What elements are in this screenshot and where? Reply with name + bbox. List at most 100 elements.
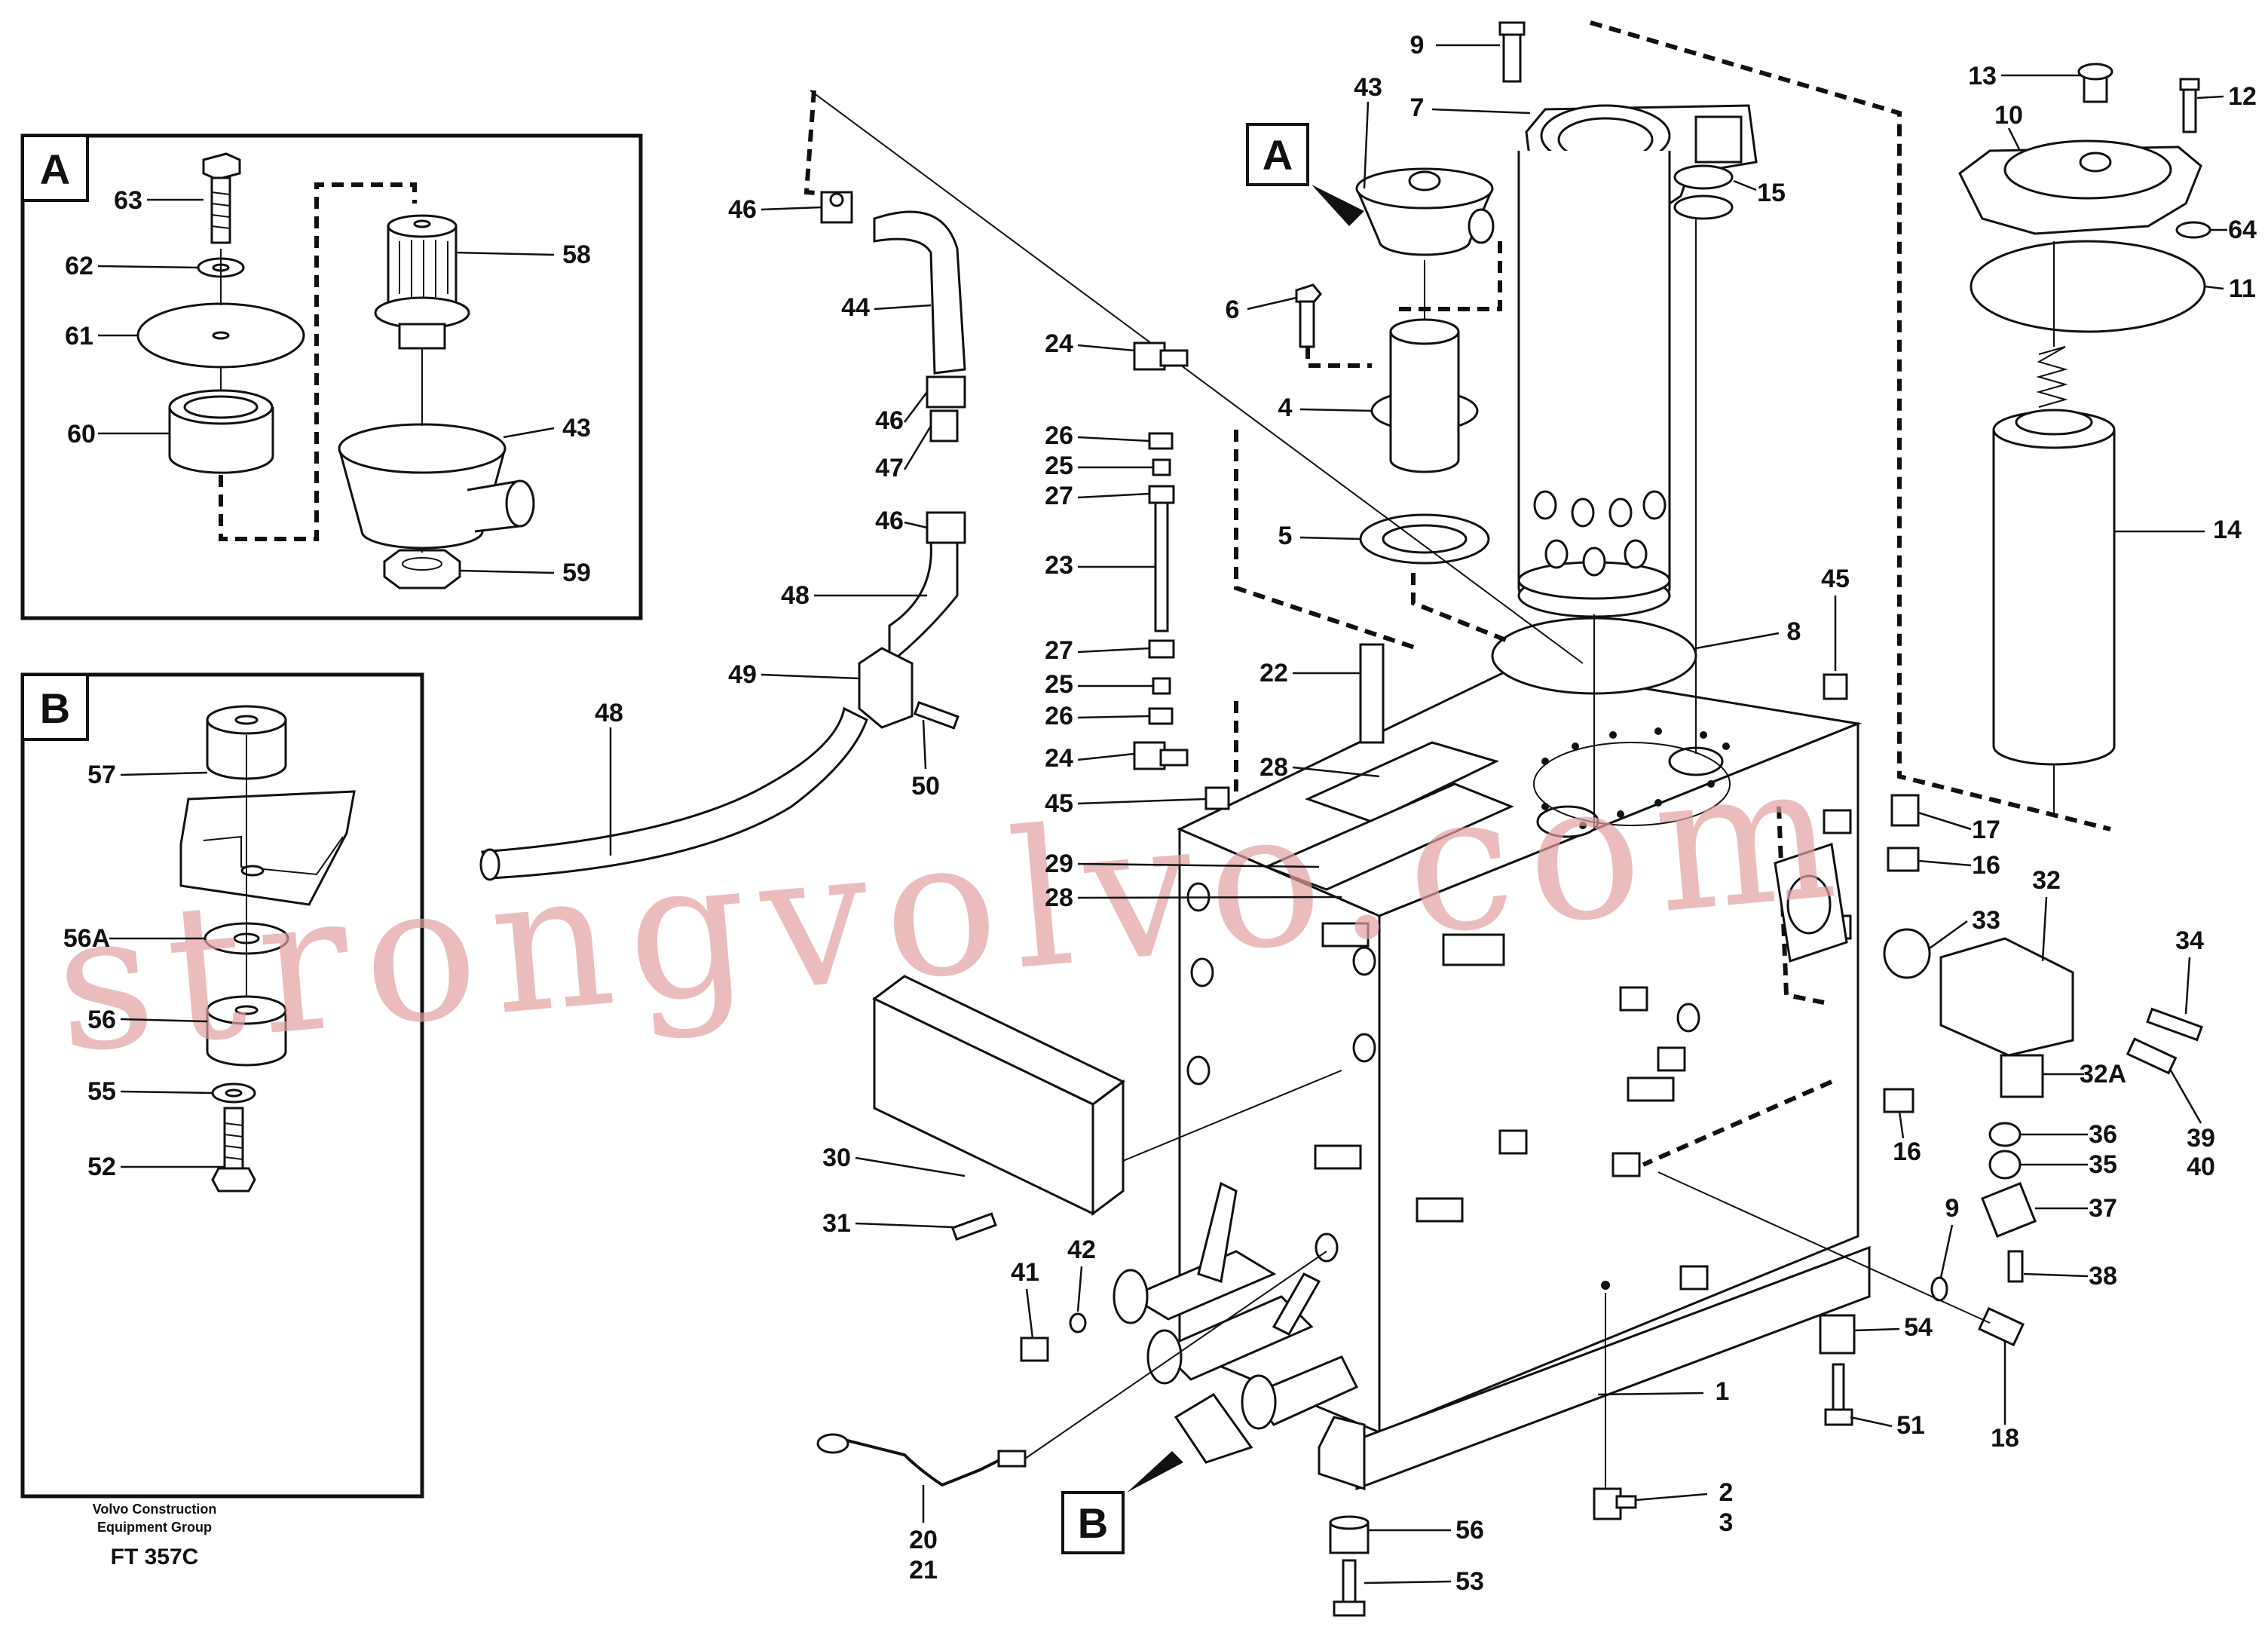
bolt-50-icon (913, 701, 960, 730)
plug-17-icon (1890, 794, 1920, 827)
callout-leader-c24b (1077, 752, 1135, 761)
callout-c50: 50 (911, 772, 940, 801)
callout-c46c: 46 (875, 507, 904, 535)
callout-c31: 31 (822, 1209, 851, 1238)
callout-leader-c44 (874, 304, 932, 311)
callout-leader-c46b (904, 391, 928, 423)
hose-48-upper-icon (888, 541, 959, 666)
callout-leader-c56 (120, 1018, 208, 1023)
callout-c5: 5 (1278, 522, 1293, 550)
tee-24b-icon (1133, 741, 1189, 770)
callout-c20: 20 (909, 1526, 938, 1554)
callout-c43b: 43 (562, 414, 591, 442)
callout-leader-c7 (1431, 108, 1531, 115)
filter-cover-10-icon (1958, 139, 2202, 235)
fitting-25a-icon (1152, 458, 1171, 476)
inset-b-tag-box (21, 673, 89, 741)
inset-a-frame (20, 133, 643, 620)
clamp-49-icon (858, 647, 914, 729)
dash-filter (1590, 20, 2111, 831)
tank-outlet-ports (1113, 1181, 1359, 1464)
flange-4-icon (1370, 318, 1479, 473)
fitting-26a-icon (1148, 432, 1174, 450)
callout-leader-c5 (1299, 536, 1361, 540)
clamp-46a-icon (820, 191, 853, 224)
callout-c62: 62 (65, 252, 93, 280)
callout-c25a: 25 (1045, 452, 1073, 480)
callout-c16a: 16 (1972, 851, 2000, 880)
callout-leader-c26b (1077, 715, 1150, 719)
hose-44-icon (873, 210, 966, 375)
decal-28-top (1304, 741, 1500, 823)
callout-leader-c29 (1077, 862, 1320, 868)
callout-c12: 12 (2228, 82, 2257, 111)
callout-c23: 23 (1045, 551, 1073, 580)
filter-element-14-icon (1992, 409, 2116, 766)
callout-c6: 6 (1226, 295, 1240, 324)
callout-c46a: 46 (728, 195, 757, 224)
callout-c53: 53 (1455, 1567, 1484, 1596)
tube-holes (1533, 490, 1667, 577)
callout-c55: 55 (87, 1077, 116, 1106)
callout-c56b: 56 (1455, 1516, 1484, 1545)
callout-leader-c15 (1733, 179, 1757, 191)
callout-leader-c12 (2196, 95, 2224, 100)
callout-c56a: 56A (63, 924, 110, 953)
callout-leader-c58 (455, 251, 555, 256)
inset-a-dashed-link (219, 182, 417, 541)
seal-35-icon (1988, 1150, 2022, 1180)
callout-c48b: 48 (595, 699, 623, 727)
callout-leader-c59 (459, 569, 555, 574)
rubber-mount-56-icon (206, 995, 287, 1067)
callout-c26b: 26 (1045, 702, 1073, 730)
callout-leader-c9b (1939, 1224, 1954, 1278)
callout-c57: 57 (87, 761, 116, 789)
callout-c16b: 16 (1893, 1137, 1921, 1166)
svg-text:A: A (1263, 131, 1293, 179)
inset-a: A (20, 133, 643, 620)
callout-c18: 18 (1991, 1424, 2019, 1453)
callout-leader-c8 (1695, 632, 1780, 650)
callout-leader-c32 (2041, 896, 2048, 962)
bolt-9-top-icon (1498, 21, 1526, 83)
callout-c46b: 46 (875, 406, 904, 435)
o-ring-33-icon (1883, 928, 1931, 979)
callout-c24b: 24 (1045, 744, 1073, 773)
gasket-5-icon (1359, 513, 1490, 565)
callout-leader-c2 (1635, 1493, 1708, 1502)
fitting-26b-icon (1148, 707, 1174, 725)
bolt-12-icon (2179, 78, 2200, 133)
callout-c30: 30 (822, 1144, 851, 1172)
nut-27b-icon (1148, 639, 1175, 659)
dash-43 (1398, 241, 1502, 311)
fitting-41-icon (1020, 1336, 1049, 1362)
callout-leader-c27b (1077, 647, 1150, 654)
callout-leader-c31 (855, 1222, 954, 1229)
pipe-23-assembly (1133, 341, 1230, 810)
callout-c28a: 28 (1259, 753, 1288, 782)
callout-leader-c6 (1247, 296, 1297, 311)
washer-55-icon (211, 1082, 256, 1104)
decal-29 (1263, 782, 1514, 891)
callout-leader-c46c (904, 521, 928, 529)
clamp-46c-icon (926, 511, 966, 544)
callout-c56: 56 (87, 1006, 116, 1034)
nut-27a-icon (1148, 485, 1175, 504)
callout-c48a: 48 (781, 581, 810, 610)
callout-c52: 52 (87, 1153, 116, 1181)
callout-leader-c26a (1077, 436, 1150, 442)
callout-c60: 60 (67, 420, 96, 449)
callout-leader-c11 (2204, 285, 2224, 290)
callout-leader-c57 (120, 771, 208, 776)
callout-c38: 38 (2089, 1262, 2117, 1291)
dash-hose-top (803, 90, 852, 198)
callout-c1: 1 (1716, 1377, 1730, 1406)
callout-c63: 63 (114, 186, 142, 215)
dash-tee (1234, 430, 1418, 651)
cover-plate-30-icon (872, 975, 1125, 1216)
seal-ring-11-icon (1970, 240, 2206, 333)
seal-36-icon (1988, 1122, 2022, 1147)
harness-20-icon (816, 1433, 1027, 1487)
